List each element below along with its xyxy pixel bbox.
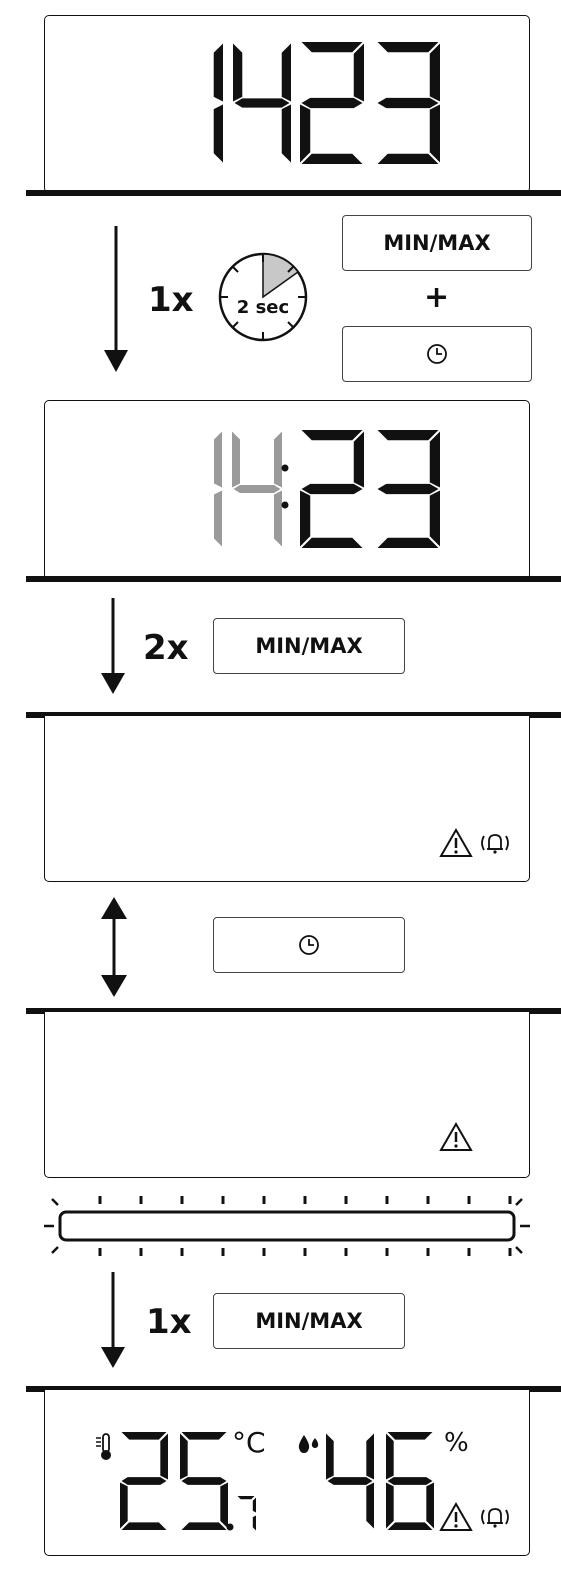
humidity-unit: %	[444, 1428, 469, 1458]
segment-c	[274, 490, 282, 547]
segment-b	[429, 43, 440, 102]
press-count: 2x	[143, 628, 189, 668]
arrow-up-down-icon	[101, 897, 127, 997]
time-digits-hours-blinking	[214, 430, 440, 548]
segment-a	[181, 1432, 227, 1440]
lcd-bottom-bar	[26, 190, 561, 196]
time-digits	[213, 42, 440, 164]
segment-g	[234, 98, 290, 108]
segment-e	[300, 490, 311, 547]
segment-f	[180, 1433, 188, 1480]
clock-button[interactable]	[342, 326, 532, 382]
segment-g	[377, 97, 439, 109]
lcd-hour-set-display	[44, 400, 530, 580]
min-max-button[interactable]: MIN/MAX	[342, 215, 532, 271]
segment-c	[220, 1482, 228, 1529]
segment-c	[429, 490, 440, 547]
press-count: 1x	[146, 1302, 192, 1342]
segment-d	[181, 1522, 227, 1530]
segment-f	[232, 431, 240, 488]
segment-b	[160, 1433, 168, 1480]
warning-icon	[439, 1121, 473, 1151]
segment-g	[377, 483, 439, 495]
segment-b	[214, 431, 222, 488]
segment-a	[377, 430, 439, 441]
segment-c	[214, 490, 222, 547]
segment-a	[377, 42, 439, 53]
lcd-top-bar	[26, 712, 561, 718]
min-max-button[interactable]: MIN/MAX	[213, 618, 405, 674]
segment-g	[387, 1477, 433, 1485]
segment-d	[121, 1522, 167, 1530]
segment-b	[252, 1497, 256, 1513]
alarm-bell-icon	[481, 1508, 509, 1528]
flashing-display-icon	[44, 1196, 530, 1256]
segment-g	[181, 1477, 227, 1485]
press-count: 1x	[148, 280, 194, 320]
segment-b	[213, 43, 223, 102]
segment-e	[386, 1482, 394, 1529]
segment-b	[429, 431, 440, 488]
segment-c	[213, 104, 223, 163]
segment-g	[327, 1477, 373, 1485]
lcd-top-bar	[26, 1008, 561, 1014]
segment-f	[233, 43, 243, 102]
segment-c	[281, 104, 291, 163]
clock-icon	[299, 935, 319, 955]
segment-d	[377, 153, 439, 164]
segment-e	[300, 104, 311, 163]
min-max-button[interactable]: MIN/MAX	[213, 1293, 405, 1349]
segment-c	[366, 1482, 374, 1529]
segment-d	[387, 1522, 433, 1530]
segment-g	[233, 485, 281, 493]
arrow-down-icon	[104, 226, 128, 372]
droplet-icon	[298, 1435, 319, 1453]
warning-icon	[439, 827, 473, 857]
segment-d	[301, 153, 363, 164]
alarm-bell-icon	[481, 834, 509, 854]
segment-d	[377, 537, 439, 548]
segment-a	[121, 1432, 167, 1440]
segment-g	[301, 97, 363, 109]
temperature-unit: °C	[232, 1426, 266, 1459]
segment-b	[274, 431, 282, 488]
segment-a	[301, 42, 363, 53]
clock-icon	[427, 344, 447, 364]
segment-g	[301, 483, 363, 495]
arrow-down-icon	[101, 598, 125, 694]
segment-b	[353, 43, 364, 102]
clock-button[interactable]	[213, 917, 405, 973]
segment-f	[326, 1433, 334, 1480]
lcd-bottom-bar	[26, 576, 561, 582]
segment-g	[121, 1477, 167, 1485]
segment-c	[426, 1482, 434, 1529]
segment-e	[120, 1482, 128, 1529]
segment-a	[237, 1496, 255, 1500]
segment-f	[386, 1433, 394, 1480]
segment-a	[387, 1432, 433, 1440]
segment-b	[366, 1433, 374, 1480]
arrow-down-icon	[101, 1272, 125, 1368]
warning-icon	[439, 1501, 473, 1531]
thermometer-icon	[96, 1433, 111, 1460]
segment-d	[301, 537, 363, 548]
lcd-top-bar	[26, 1386, 561, 1392]
plus-sign: +	[424, 280, 450, 315]
segment-c	[252, 1515, 256, 1531]
lcd-alarm-warning-display	[44, 716, 530, 882]
timer-icon: 2 sec	[218, 252, 308, 342]
segment-a	[301, 430, 363, 441]
segment-c	[429, 104, 440, 163]
segment-b	[353, 431, 364, 488]
timer-label: 2 sec	[237, 297, 289, 318]
